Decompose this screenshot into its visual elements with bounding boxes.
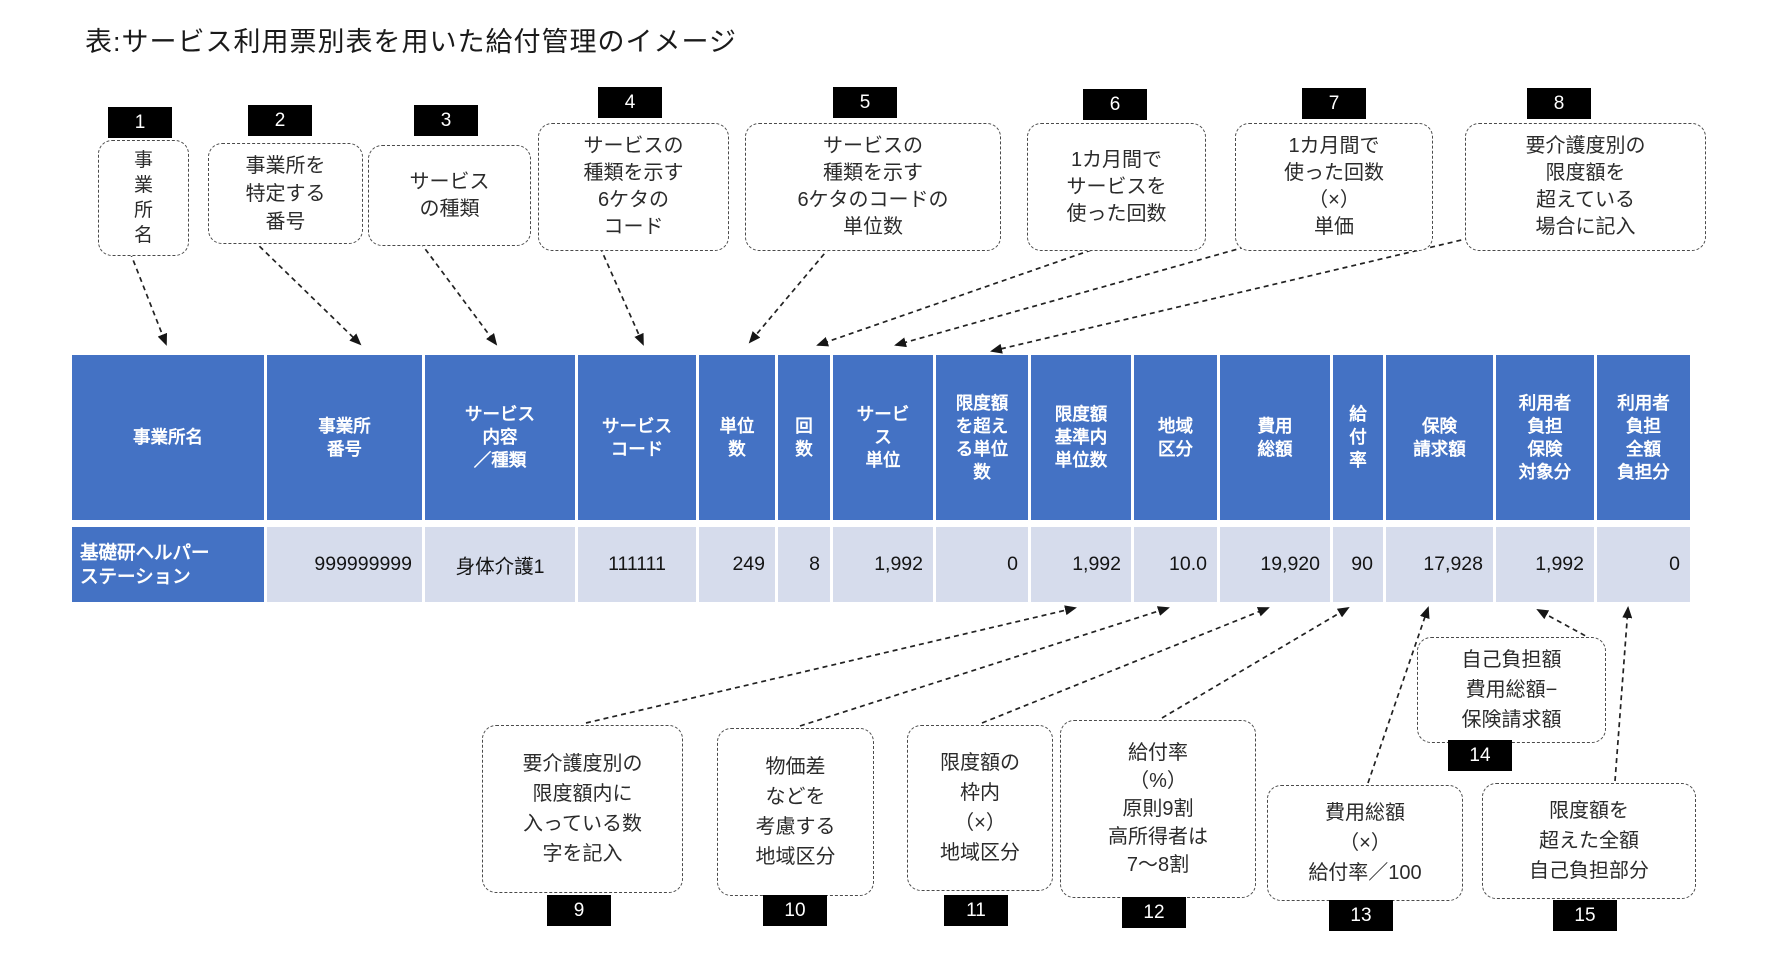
table-cell: 17,928 <box>1386 527 1493 602</box>
column-header: 給 付 率 <box>1333 355 1383 520</box>
callout-box-5: サービスの 種類を示す 6ケタのコードの 単位数 <box>745 123 1001 251</box>
table-column: 回 数 8 <box>778 355 830 602</box>
arrow-2 <box>252 239 362 346</box>
table-cell: 身体介護1 <box>425 527 575 602</box>
column-header: 利用者 負担 保険 対象分 <box>1496 355 1594 520</box>
callout-badge-14: 14 <box>1448 740 1512 771</box>
page-title: 表:サービス利用票別表を用いた給付管理のイメージ <box>85 27 737 57</box>
callout-box-4: サービスの 種類を示す 6ケタの コード <box>538 123 729 251</box>
arrow-11 <box>981 607 1270 724</box>
callout-badge-3: 3 <box>414 105 478 136</box>
callout-badge-9: 9 <box>547 895 611 926</box>
arrow-8 <box>990 237 1471 354</box>
callout-badge-11: 11 <box>944 895 1008 926</box>
table-cell: 1,992 <box>833 527 933 602</box>
column-header: サービス 内容 ／種類 <box>425 355 575 520</box>
arrow-10 <box>799 606 1170 727</box>
callout-box-14: 自己負担額 費用総額− 保険請求額 <box>1417 637 1606 743</box>
table-column: 単位 数 249 <box>699 355 775 602</box>
column-header: 回 数 <box>778 355 830 520</box>
arrow-12 <box>1161 606 1350 719</box>
arrow-4 <box>599 246 644 346</box>
table-cell: 0 <box>936 527 1028 602</box>
table-cell: 249 <box>699 527 775 602</box>
column-header: 地域 区分 <box>1134 355 1217 520</box>
callout-box-2: 事業所を 特定する 番号 <box>208 143 363 244</box>
column-header: 事業所名 <box>72 355 264 520</box>
table-cell: 19,920 <box>1220 527 1330 602</box>
table-column: 限度額 基準内 単位数 1,992 <box>1031 355 1131 602</box>
table-column: 限度額 を超え る単位 数 0 <box>936 355 1028 602</box>
arrow-15 <box>1614 606 1633 782</box>
table-cell: 1,992 <box>1031 527 1131 602</box>
table-cell: 10.0 <box>1134 527 1217 602</box>
callout-badge-1: 1 <box>108 107 172 138</box>
arrow-9 <box>585 605 1077 724</box>
table-column: サービス 内容 ／種類 身体介護1 <box>425 355 575 602</box>
table-column: 利用者 負担 保険 対象分 1,992 <box>1496 355 1594 602</box>
arrow-14 <box>1536 609 1594 641</box>
callout-badge-6: 6 <box>1083 89 1147 120</box>
callout-badge-10: 10 <box>763 895 827 926</box>
table-cell: 8 <box>778 527 830 602</box>
column-header: サービス コード <box>578 355 696 520</box>
column-header: サービ ス 単位 <box>833 355 933 520</box>
callout-badge-7: 7 <box>1302 88 1366 119</box>
table-column: 地域 区分 10.0 <box>1134 355 1217 602</box>
callout-box-6: 1カ月間で サービスを 使った回数 <box>1027 123 1206 251</box>
callout-box-8: 要介護度別の 限度額を 超えている 場合に記入 <box>1465 123 1706 251</box>
table-column: 利用者 負担 全額 負担分 0 <box>1597 355 1690 602</box>
callout-box-1: 事 業 所 名 <box>98 140 189 256</box>
table-cell: 90 <box>1333 527 1383 602</box>
callout-box-13: 費用総額 （×） 給付率／100 <box>1267 785 1463 901</box>
callout-badge-5: 5 <box>833 87 897 118</box>
callout-box-9: 要介護度別の 限度額内に 入っている数 字を記入 <box>482 725 683 893</box>
table-cell: 基礎研ヘルパー ステーション <box>72 527 264 602</box>
arrow-7 <box>894 246 1246 348</box>
callout-badge-4: 4 <box>598 87 662 118</box>
arrow-3 <box>419 241 498 346</box>
table-cell: 111111 <box>578 527 696 602</box>
callout-badge-2: 2 <box>248 105 312 136</box>
table-column: サービス コード 111111 <box>578 355 696 602</box>
table-column: サービ ス 単位 1,992 <box>833 355 933 602</box>
table-cell: 0 <box>1597 527 1690 602</box>
column-header: 限度額 基準内 単位数 <box>1031 355 1131 520</box>
column-header: 利用者 負担 全額 負担分 <box>1597 355 1690 520</box>
callout-badge-15: 15 <box>1553 900 1617 931</box>
column-header: 費用 総額 <box>1220 355 1330 520</box>
arrow-1 <box>129 251 168 346</box>
callout-box-10: 物価差 などを 考慮する 地域区分 <box>717 728 874 896</box>
column-header: 単位 数 <box>699 355 775 520</box>
benefit-management-table: 事業所名 基礎研ヘルパー ステーション 事業所 番号 999999999 サービ… <box>72 355 1690 602</box>
callout-box-3: サービス の種類 <box>368 145 531 246</box>
table-column: 保険 請求額 17,928 <box>1386 355 1493 602</box>
table-column: 給 付 率 90 <box>1333 355 1383 602</box>
column-header: 保険 請求額 <box>1386 355 1493 520</box>
column-header: 事業所 番号 <box>267 355 422 520</box>
table-column: 事業所名 基礎研ヘルパー ステーション <box>72 355 264 602</box>
callout-box-15: 限度額を 超えた全額 自己負担部分 <box>1482 783 1696 899</box>
arrow-5 <box>748 246 831 344</box>
callout-badge-13: 13 <box>1329 900 1393 931</box>
callout-box-11: 限度額の 枠内 （×） 地域区分 <box>907 725 1053 891</box>
table-column: 費用 総額 19,920 <box>1220 355 1330 602</box>
table-column: 事業所 番号 999999999 <box>267 355 422 602</box>
column-header: 限度額 を超え る単位 数 <box>936 355 1028 520</box>
table-cell: 1,992 <box>1496 527 1594 602</box>
callout-box-7: 1カ月間で 使った回数 （×） 単価 <box>1235 123 1433 251</box>
callout-badge-12: 12 <box>1122 897 1186 928</box>
callout-badge-8: 8 <box>1527 88 1591 119</box>
callout-box-12: 給付率 （%） 原則9割 高所得者は 7〜8割 <box>1060 720 1256 898</box>
table-cell: 999999999 <box>267 527 422 602</box>
arrow-6 <box>816 246 1101 347</box>
